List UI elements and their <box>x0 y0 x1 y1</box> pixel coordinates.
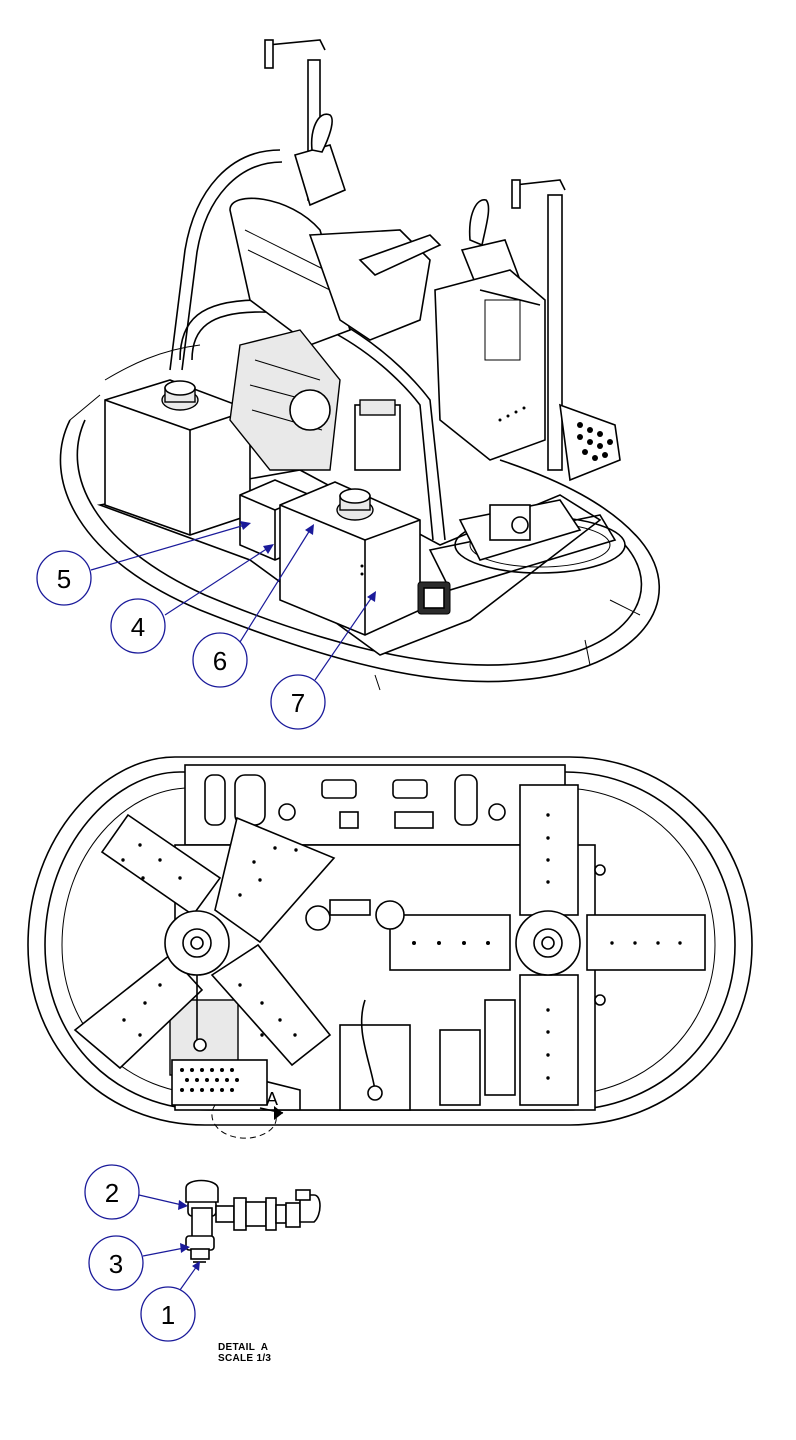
callout-1: 1 <box>140 1261 200 1342</box>
callout-7: 7 <box>270 591 376 730</box>
detail-scale: SCALE 1/3 <box>218 1353 272 1364</box>
detail-title: DETAIL A <box>218 1342 269 1353</box>
callout-2: 2 <box>84 1164 188 1220</box>
callout-5: 5 <box>36 521 251 606</box>
callout-7-label: 7 <box>291 688 305 718</box>
engine-dots <box>412 941 490 945</box>
left-rotor-holes <box>121 843 298 1037</box>
top-view: A <box>27 756 753 1139</box>
callout-5-label: 5 <box>57 564 71 594</box>
callout-6: 6 <box>192 524 314 688</box>
callout-6-label: 6 <box>213 646 227 676</box>
bottom-grill <box>171 1059 268 1106</box>
isometric-machine-view <box>59 39 660 691</box>
detail-a-fitting <box>185 1179 321 1263</box>
detail-view-letter: A <box>266 1089 278 1109</box>
callout-3-label: 3 <box>109 1249 123 1279</box>
right-rotor <box>515 784 706 1106</box>
grill-holes <box>577 422 613 461</box>
callout-4-label: 4 <box>131 612 145 642</box>
callout-3: 3 <box>88 1235 190 1291</box>
callout-2-label: 2 <box>105 1178 119 1208</box>
right-rotor-holes <box>546 813 682 1080</box>
detail-caption: DETAIL A SCALE 1/3 <box>218 1342 271 1364</box>
callout-1-label: 1 <box>161 1300 175 1330</box>
left-rotor <box>73 813 336 1070</box>
callout-4: 4 <box>110 544 274 654</box>
